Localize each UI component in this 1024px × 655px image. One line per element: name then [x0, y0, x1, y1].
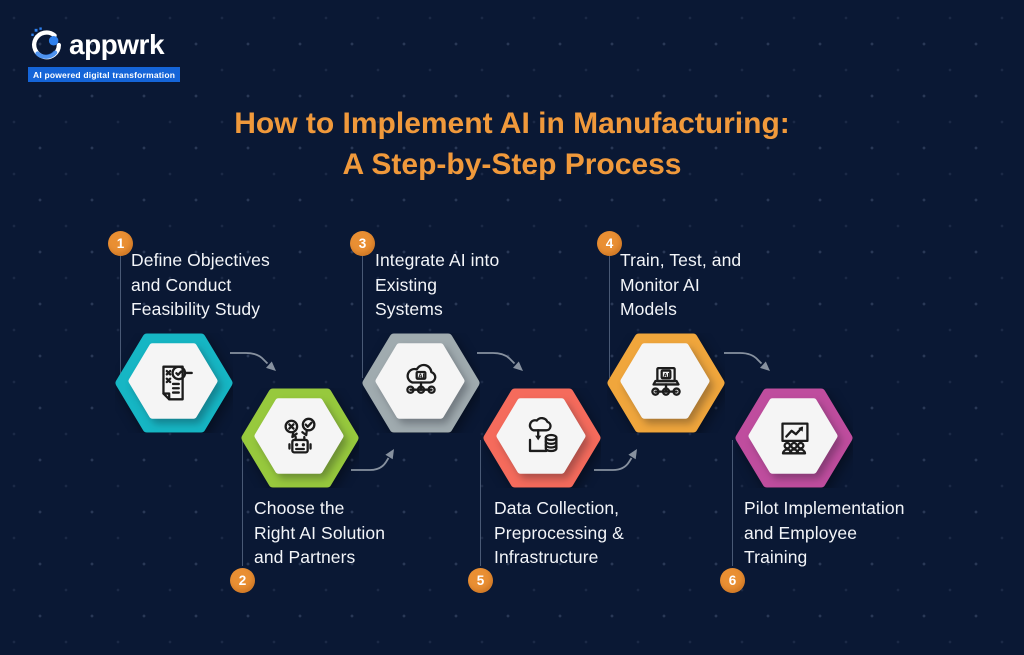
flow-arrow-up-icon [594, 449, 637, 471]
ai-cloud-network-icon: AI [406, 363, 437, 394]
employee-training-icon [781, 422, 809, 455]
step-hexagon [241, 388, 359, 488]
step-label-line: Integrate AI into [375, 250, 500, 270]
step-number-badge: 2 [230, 568, 255, 593]
step-label-line: and Partners [254, 547, 356, 567]
step-label-line: Define Objectives [131, 250, 270, 270]
feasibility-audit-icon [162, 365, 193, 401]
step-label-line: and Employee [744, 522, 858, 543]
ai-model-monitor-icon: AI [651, 366, 681, 396]
ai-solution-robot-icon [284, 417, 316, 454]
step-label-line: Models [620, 299, 678, 319]
step-label-line: and Conduct [131, 274, 232, 295]
step-label-line: Training [744, 547, 808, 567]
step-label-line: Monitor AI [620, 274, 700, 295]
step-label: Data Collection, Preprocessing & Infrast… [494, 496, 624, 570]
svg-text:AI: AI [663, 373, 669, 379]
brand-tagline: AI powered digital transformation [28, 67, 181, 82]
step-label: Define Objectives and Conduct Feasibilit… [131, 248, 270, 322]
step-connector-line [480, 440, 481, 566]
step-number-badge: 6 [720, 568, 745, 593]
step-connector-line [242, 440, 243, 566]
step-label-line: Data Collection, [494, 498, 620, 518]
step-number-badge: 5 [468, 568, 493, 593]
step-label-line: Infrastructure [494, 547, 599, 567]
step-label: Pilot Implementation and Employee Traini… [744, 496, 905, 570]
brand-wordmark: appwrk [69, 29, 165, 60]
step-number-badge: 4 [597, 231, 622, 256]
step-connector-line [609, 256, 610, 378]
flow-arrow-down-icon [230, 352, 276, 371]
page-title: How to Implement AI in Manufacturing: A … [0, 103, 1024, 185]
step-label: Integrate AI into Existing Systems [375, 248, 499, 322]
step-number-badge: 3 [350, 231, 375, 256]
page-title-line2: A Step-by-Step Process [342, 148, 682, 181]
flow-arrow-down-icon [477, 352, 523, 371]
data-infrastructure-icon [528, 417, 558, 453]
svg-text:AI: AI [418, 374, 424, 380]
step-label-line: Choose the [254, 498, 345, 518]
appwrk-ring-icon [31, 27, 62, 60]
step-label-line: Existing [375, 274, 438, 295]
step-number-badge: 1 [108, 231, 133, 256]
flow-arrow-up-icon [351, 449, 394, 471]
step-label-line: Feasibility Study [131, 299, 261, 319]
step-connector-line [732, 440, 733, 566]
step-label: Choose the Right AI Solution and Partner… [254, 496, 385, 570]
step-label-line: Right AI Solution [254, 522, 386, 543]
step-hexagon [483, 388, 601, 488]
brand-logo: appwrk AI powered digital transformation [28, 26, 181, 82]
page-title-line1: How to Implement AI in Manufacturing: [234, 107, 790, 140]
step-label-line: Train, Test, and [620, 250, 742, 270]
step-label-line: Pilot Implementation [744, 498, 905, 518]
step-label: Train, Test, and Monitor AI Models [620, 248, 741, 322]
step-label-line: Systems [375, 299, 443, 319]
flow-arrow-down-icon [724, 352, 770, 371]
step-connector-line [362, 256, 363, 378]
step-hexagon [115, 333, 233, 433]
step-hexagon [735, 388, 853, 488]
step-label-line: Preprocessing & [494, 522, 624, 543]
step-connector-line [120, 256, 121, 378]
